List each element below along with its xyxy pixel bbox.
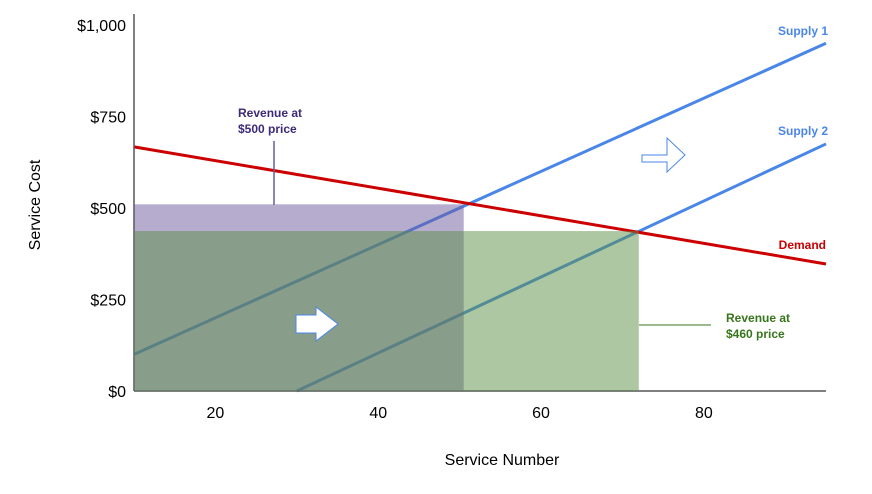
- annotation-460-line1: Revenue at: [726, 311, 790, 325]
- annotation-500-line2: $500 price: [238, 122, 297, 136]
- x-tick-label: 60: [532, 405, 550, 422]
- revenue-area-460: [134, 231, 639, 391]
- y-tick-label: $750: [90, 110, 126, 127]
- x-tick-label: 40: [369, 405, 387, 422]
- legend-supply-1: Supply 1: [778, 24, 828, 38]
- x-axis-label: Service Number: [445, 452, 560, 469]
- shift-arrow-icon: [295, 305, 339, 343]
- y-tick-label: $500: [90, 201, 126, 218]
- annotation-460-line2: $460 price: [726, 327, 785, 341]
- x-tick-label: 80: [695, 405, 713, 422]
- y-axis-label: Service Cost: [27, 159, 44, 250]
- y-tick-label: $0: [108, 384, 126, 401]
- y-tick-label: $1,000: [77, 18, 126, 35]
- series-line-demand: [133, 145, 827, 266]
- y-tick-label: $250: [90, 293, 126, 310]
- shift-arrow-icon: [641, 136, 686, 174]
- legend-demand: Demand: [779, 238, 826, 252]
- x-tick-label: 20: [207, 405, 225, 422]
- annotation-500-line1: Revenue at: [238, 106, 302, 120]
- legend-supply-2: Supply 2: [778, 124, 828, 138]
